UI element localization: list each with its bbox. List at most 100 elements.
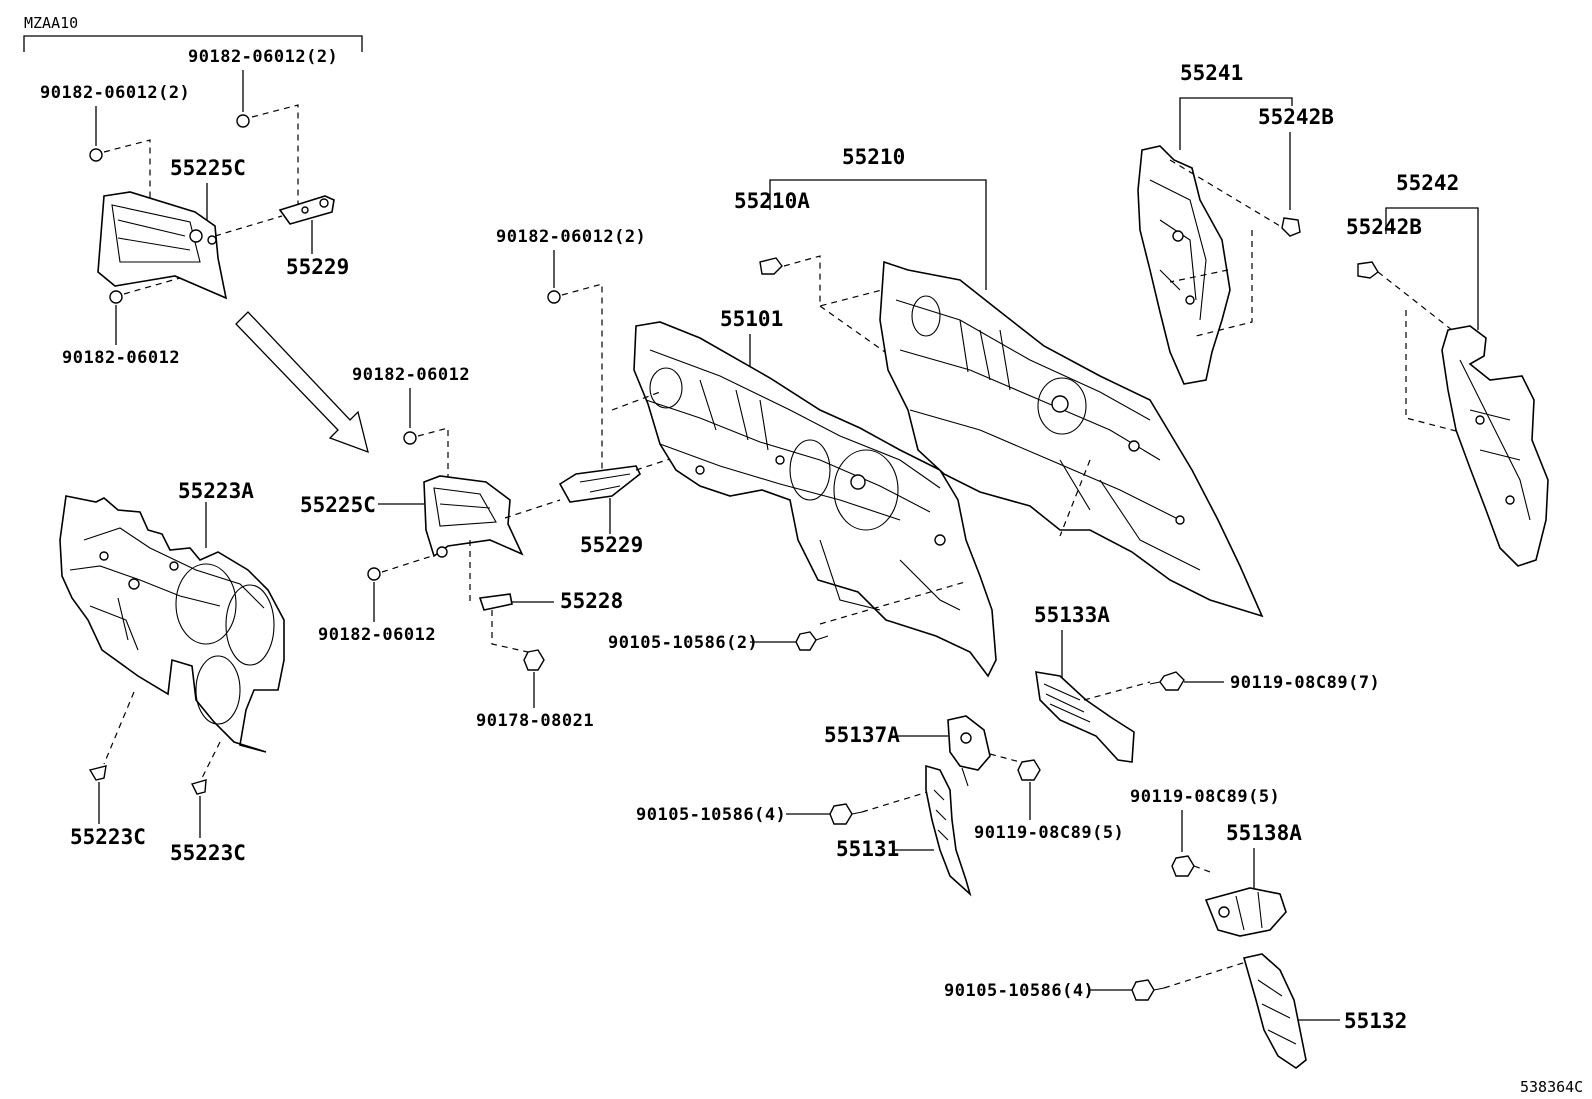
dash-line <box>103 691 135 765</box>
dash-line <box>417 427 449 498</box>
label-55138a: 55138A <box>1226 821 1302 845</box>
label-90105-10586-2: 90105-10586(2) <box>608 633 758 653</box>
model-code-label: MZAA10 <box>24 14 78 32</box>
bolt-icon <box>1017 759 1041 781</box>
label-90178-08021: 90178-08021 <box>476 711 594 731</box>
label-55131: 55131 <box>836 837 899 861</box>
bolt-icon <box>795 631 829 651</box>
dash-line <box>199 741 221 783</box>
clip-55242b-icon <box>1357 261 1379 279</box>
label-55229-mid: 55229 <box>580 533 643 557</box>
dash-line <box>989 753 1021 763</box>
label-90182-06012-2-left: 90182-06012(2) <box>40 83 190 103</box>
nut-icon <box>367 567 381 581</box>
dash-line <box>1405 310 1461 433</box>
dash-line <box>861 789 935 813</box>
label-55225c-top: 55225C <box>170 156 246 180</box>
clip-55210a-icon <box>759 257 783 275</box>
leader-55241 <box>1179 97 1293 150</box>
label-55228: 55228 <box>560 589 623 613</box>
bracket-55137a <box>947 715 991 787</box>
bracket-55242 <box>1441 325 1549 567</box>
dash-line <box>381 555 433 573</box>
clip-icon <box>88 765 107 781</box>
label-90182-06012-mid-bottom: 90182-06012 <box>318 625 436 645</box>
dash-line <box>1193 865 1211 873</box>
clip-icon <box>190 779 207 795</box>
dash-line <box>611 391 661 411</box>
nut-icon <box>236 114 250 128</box>
dash-line <box>1163 961 1247 989</box>
label-55242: 55242 <box>1396 171 1459 195</box>
label-90105-10586-4-right: 90105-10586(4) <box>944 981 1094 1001</box>
label-55101: 55101 <box>720 307 783 331</box>
bracket-55225c-inset <box>97 191 228 300</box>
label-90119-08c89-7: 90119-08C89(7) <box>1230 673 1380 693</box>
label-90119-08c89-5-right: 90119-08C89(5) <box>1130 787 1280 807</box>
clip-55242b-icon <box>1281 217 1301 237</box>
nut-flange-icon <box>523 649 545 671</box>
clip-55228 <box>478 593 513 611</box>
dash-line <box>1169 269 1229 283</box>
bracket-55229-inset <box>278 195 335 225</box>
leader-55210 <box>769 179 987 290</box>
label-55242b-2: 55242B <box>1346 215 1422 239</box>
leader-55242 <box>1385 207 1479 330</box>
dash-line <box>214 215 283 237</box>
dash-line <box>504 499 561 519</box>
label-90182-06012-2-mid: 90182-06012(2) <box>496 227 646 247</box>
bracket-55225c <box>423 475 524 558</box>
nut-icon <box>109 290 123 304</box>
dash-line <box>819 305 917 375</box>
label-55229-top: 55229 <box>286 255 349 279</box>
bracket-55132 <box>1242 953 1307 1069</box>
label-90105-10586-4-left: 90105-10586(4) <box>636 805 786 825</box>
bracket-55133a <box>1035 671 1135 763</box>
figure-id-label: 538364C <box>1520 1078 1583 1096</box>
bracket-55241 <box>1137 145 1231 385</box>
dash-line <box>1377 271 1453 331</box>
insulator-55223a <box>59 495 285 753</box>
dash-line <box>1083 681 1151 701</box>
label-55241: 55241 <box>1180 61 1243 85</box>
label-55242b-1: 55242B <box>1258 105 1334 129</box>
bracket-55229 <box>558 465 642 503</box>
label-90182-06012-mid-top: 90182-06012 <box>352 365 470 385</box>
label-90119-08c89-5-left: 90119-08C89(5) <box>974 823 1124 843</box>
dash-line <box>819 581 966 625</box>
label-55223c-1: 55223C <box>70 825 146 849</box>
bolt-icon <box>1149 671 1185 691</box>
dash-line <box>1195 230 1253 337</box>
dash-panel-55101 <box>633 321 997 678</box>
bracket-55138a <box>1204 887 1287 937</box>
label-55225c-mid: 55225C <box>300 493 376 517</box>
dash-line <box>491 610 529 653</box>
dash-line <box>1059 459 1091 537</box>
dash-line <box>103 139 151 250</box>
nut-icon <box>403 431 417 445</box>
label-55133a: 55133A <box>1034 603 1110 627</box>
silencer-55210 <box>879 260 1264 618</box>
inset-bracket <box>23 35 363 52</box>
label-55132: 55132 <box>1344 1009 1407 1033</box>
bolt-icon <box>1131 979 1165 1001</box>
label-55223c-2: 55223C <box>170 841 246 865</box>
dash-line <box>561 283 603 470</box>
label-55210: 55210 <box>842 145 905 169</box>
location-arrow-icon <box>235 311 369 454</box>
label-55223a: 55223A <box>178 479 254 503</box>
nut-icon <box>547 290 561 304</box>
bolt-icon <box>829 803 863 825</box>
nut-icon <box>89 148 103 162</box>
label-55210a: 55210A <box>734 189 810 213</box>
label-55137a: 55137A <box>824 723 900 747</box>
bolt-icon <box>1171 855 1195 877</box>
bracket-55131 <box>925 764 972 897</box>
dash-line <box>251 104 299 205</box>
dash-line <box>783 255 883 307</box>
label-90182-06012-inset: 90182-06012 <box>62 348 180 368</box>
label-90182-06012-2-top: 90182-06012(2) <box>188 47 338 67</box>
dash-line <box>123 277 181 295</box>
